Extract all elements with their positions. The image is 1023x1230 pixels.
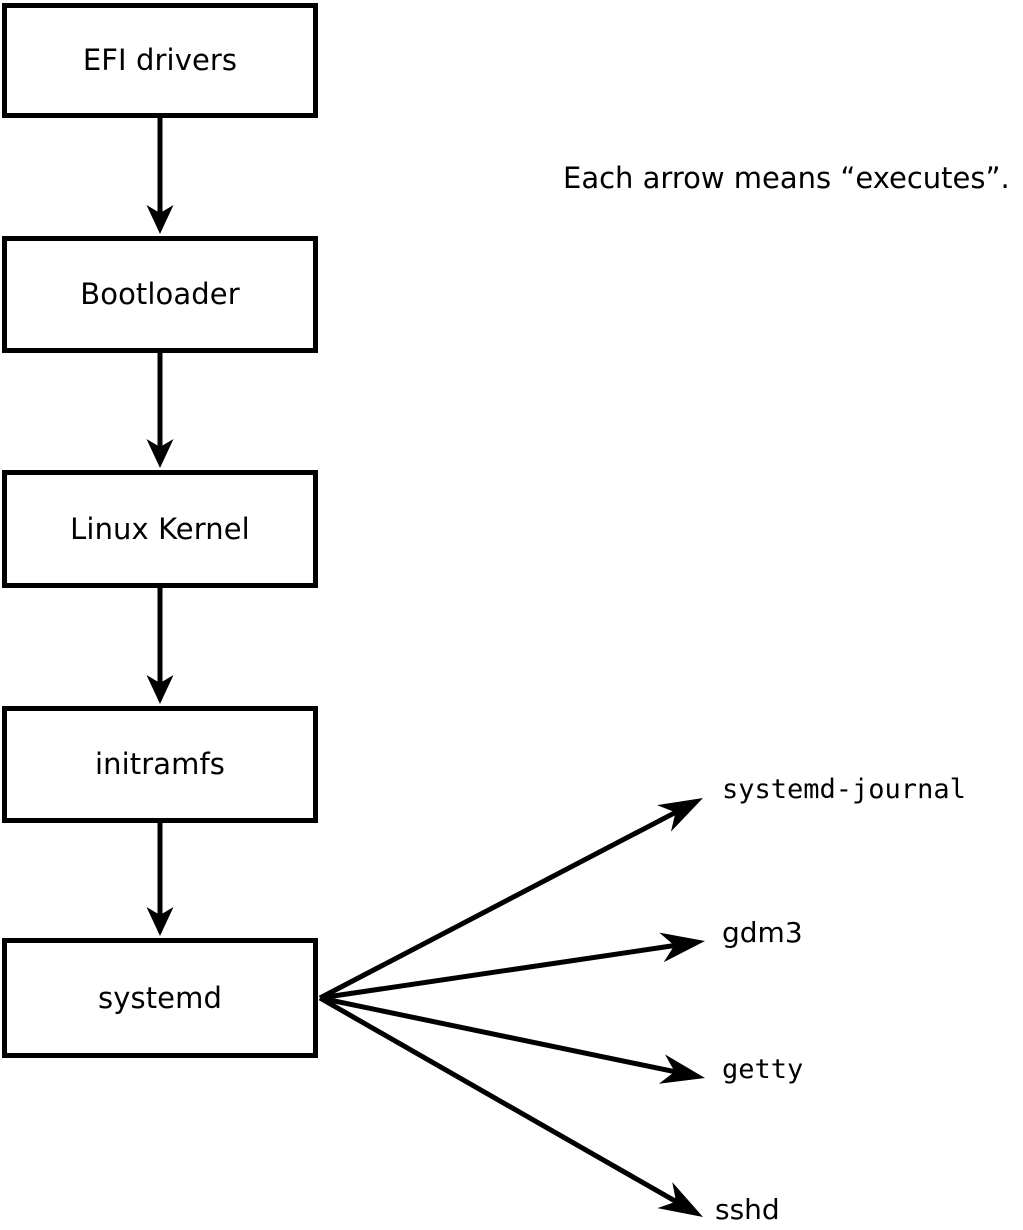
chain-arrow-efi-to-bootloader [146, 118, 174, 234]
stage-label-efi-drivers: EFI drivers [82, 43, 238, 77]
stage-label-systemd: systemd [98, 980, 222, 1015]
fanout-arrow-sshd [318, 995, 703, 1217]
stage-box-efi-drivers[interactable]: EFI drivers [2, 3, 318, 118]
stage-label-linux-kernel: Linux Kernel [70, 511, 250, 546]
service-label-getty[interactable]: getty [722, 1054, 804, 1085]
legend-note: Each arrow means “executes”. [563, 161, 1010, 195]
chain-arrow-bootloader-to-kernel [146, 353, 174, 468]
service-label-systemd-journal[interactable]: systemd-journal [722, 774, 966, 805]
service-label-gdm3[interactable]: gdm3 [722, 916, 803, 949]
chain-arrow-initramfs-to-systemd [146, 823, 174, 936]
fanout-arrow-gdm3 [319, 932, 705, 1001]
stage-box-initramfs[interactable]: initramfs [2, 706, 318, 823]
stage-box-bootloader[interactable]: Bootloader [2, 236, 318, 353]
stage-box-linux-kernel[interactable]: Linux Kernel [2, 470, 318, 588]
fanout-arrow-systemd-journal [318, 798, 703, 1001]
stage-label-bootloader: Bootloader [80, 277, 240, 311]
stage-box-systemd[interactable]: systemd [2, 938, 318, 1058]
stage-label-initramfs: initramfs [94, 747, 226, 781]
chain-arrow-kernel-to-initramfs [146, 588, 174, 704]
service-label-sshd[interactable]: sshd [715, 1193, 780, 1226]
fanout-arrow-getty [319, 995, 705, 1084]
